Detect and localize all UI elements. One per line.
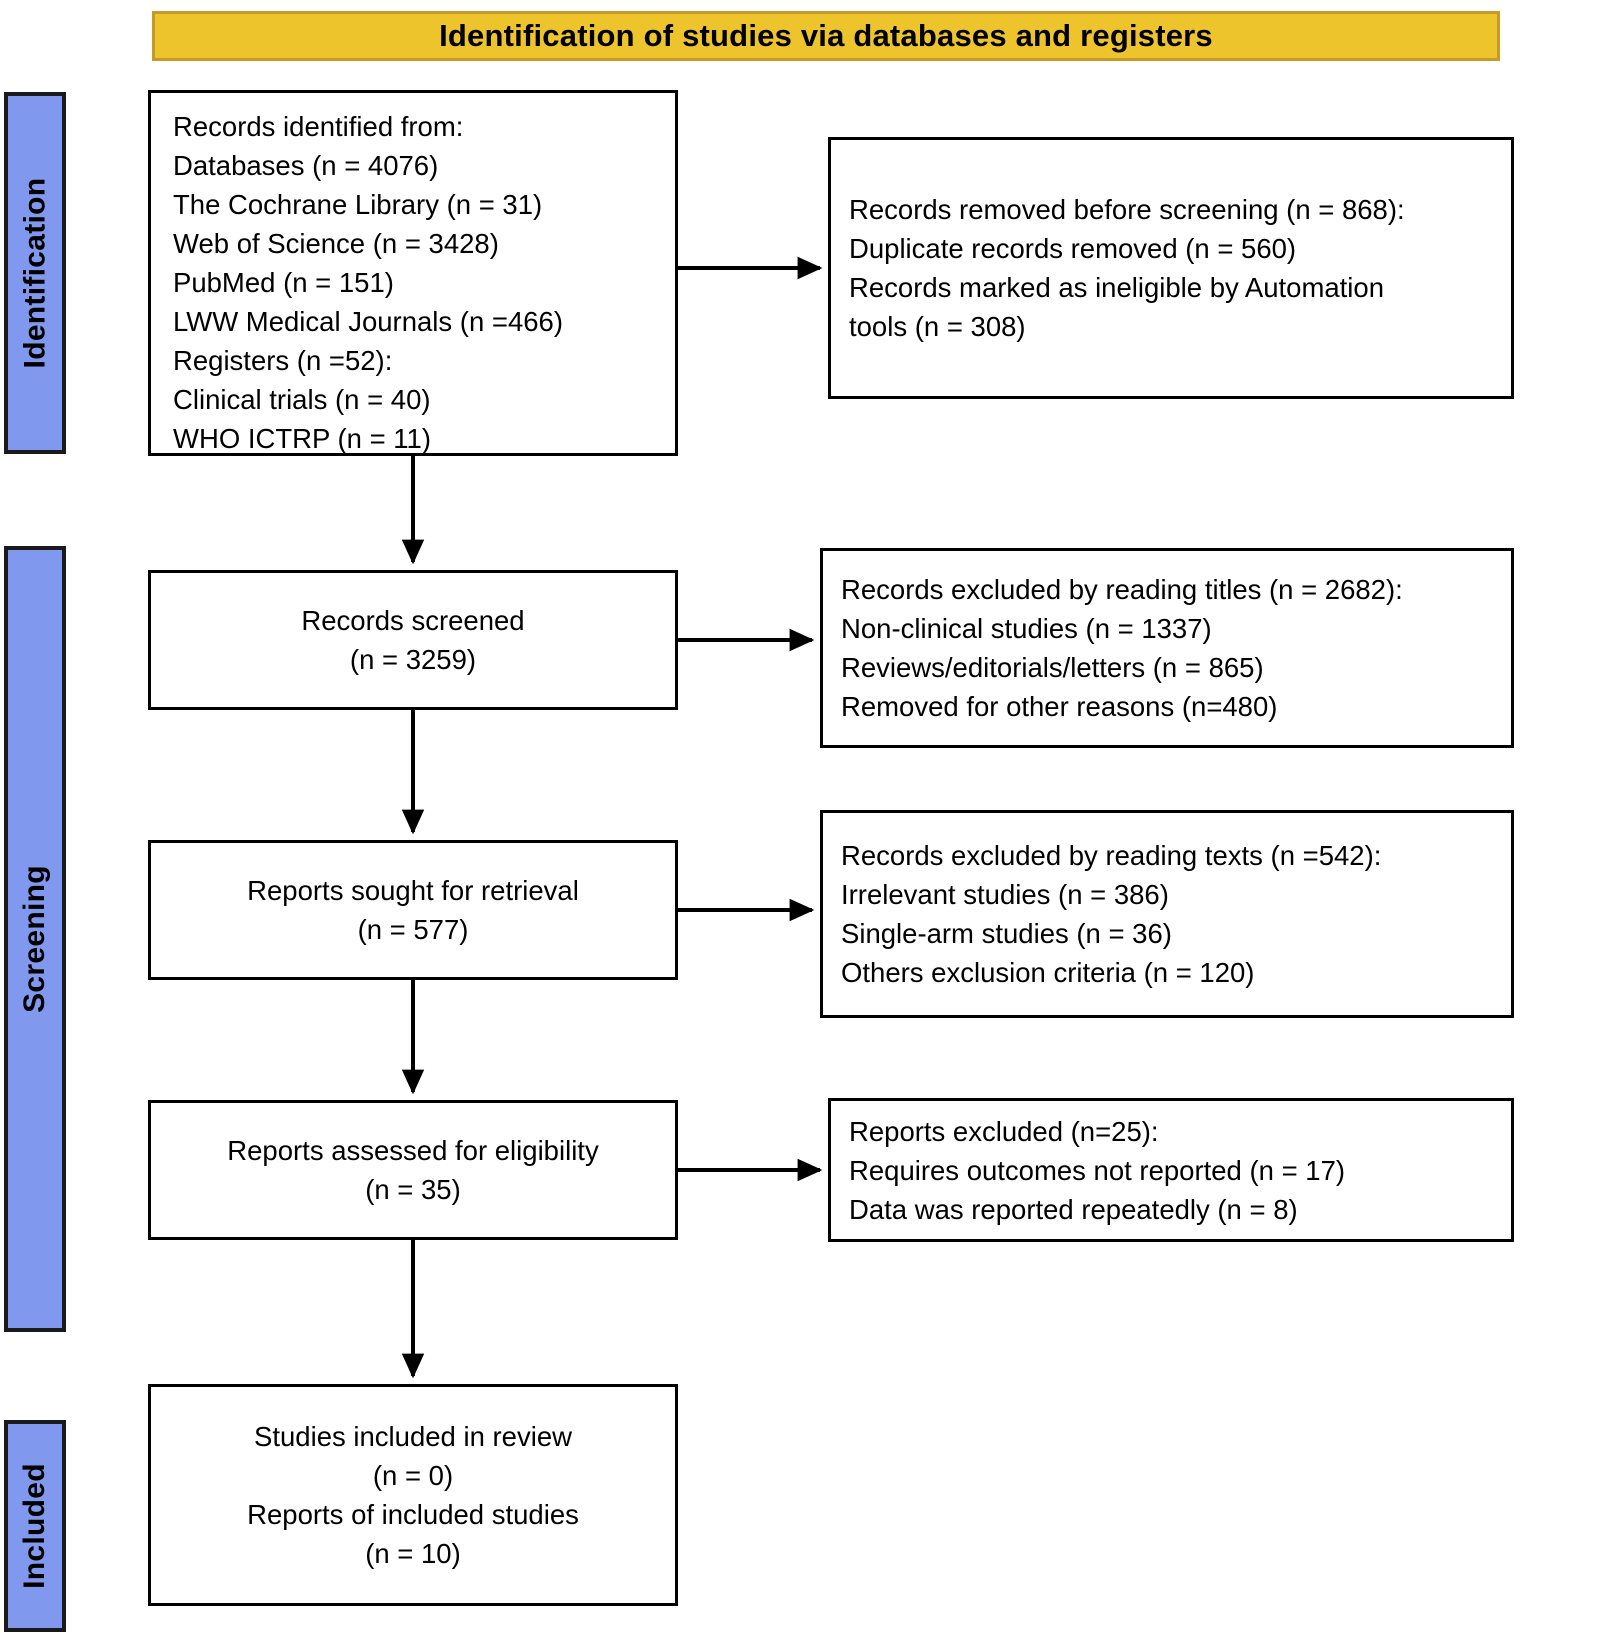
- node-reports-assessed: Reports assessed for eligibility (n = 35…: [148, 1100, 678, 1240]
- stage-label-screening: Screening: [4, 546, 66, 1332]
- stage-label-included-text: Included: [18, 1463, 51, 1589]
- node-records-removed: Records removed before screening (n = 86…: [828, 137, 1514, 399]
- stage-label-identification-text: Identification: [18, 177, 51, 369]
- node-reports-excluded: Reports excluded (n=25): Requires outcom…: [828, 1098, 1514, 1242]
- stage-label-identification: Identification: [4, 92, 66, 454]
- node-reports-sought: Reports sought for retrieval (n = 577): [148, 840, 678, 980]
- diagram-title: Identification of studies via databases …: [439, 18, 1213, 53]
- node-excluded-by-titles-text: Records excluded by reading titles (n = …: [841, 574, 1403, 722]
- node-reports-assessed-text: Reports assessed for eligibility (n = 35…: [227, 1135, 599, 1205]
- stage-label-screening-text: Screening: [18, 865, 51, 1013]
- node-reports-excluded-text: Reports excluded (n=25): Requires outcom…: [849, 1115, 1346, 1225]
- node-records-screened-text: Records screened (n = 3259): [301, 605, 525, 675]
- stage-label-included: Included: [4, 1420, 66, 1632]
- node-records-screened: Records screened (n = 3259): [148, 570, 678, 710]
- diagram-header-banner: Identification of studies via databases …: [152, 11, 1500, 61]
- node-excluded-by-texts: Records excluded by reading texts (n =54…: [820, 810, 1514, 1018]
- node-reports-sought-text: Reports sought for retrieval (n = 577): [247, 875, 579, 945]
- node-studies-included: Studies included in review (n = 0) Repor…: [148, 1384, 678, 1606]
- node-records-identified-text: Records identified from: Databases (n = …: [173, 111, 563, 454]
- node-records-removed-text: Records removed before screening (n = 86…: [849, 194, 1405, 342]
- node-records-identified: Records identified from: Databases (n = …: [148, 90, 678, 456]
- node-excluded-by-texts-text: Records excluded by reading texts (n =54…: [841, 840, 1382, 988]
- node-excluded-by-titles: Records excluded by reading titles (n = …: [820, 548, 1514, 748]
- node-studies-included-text: Studies included in review (n = 0) Repor…: [247, 1421, 579, 1569]
